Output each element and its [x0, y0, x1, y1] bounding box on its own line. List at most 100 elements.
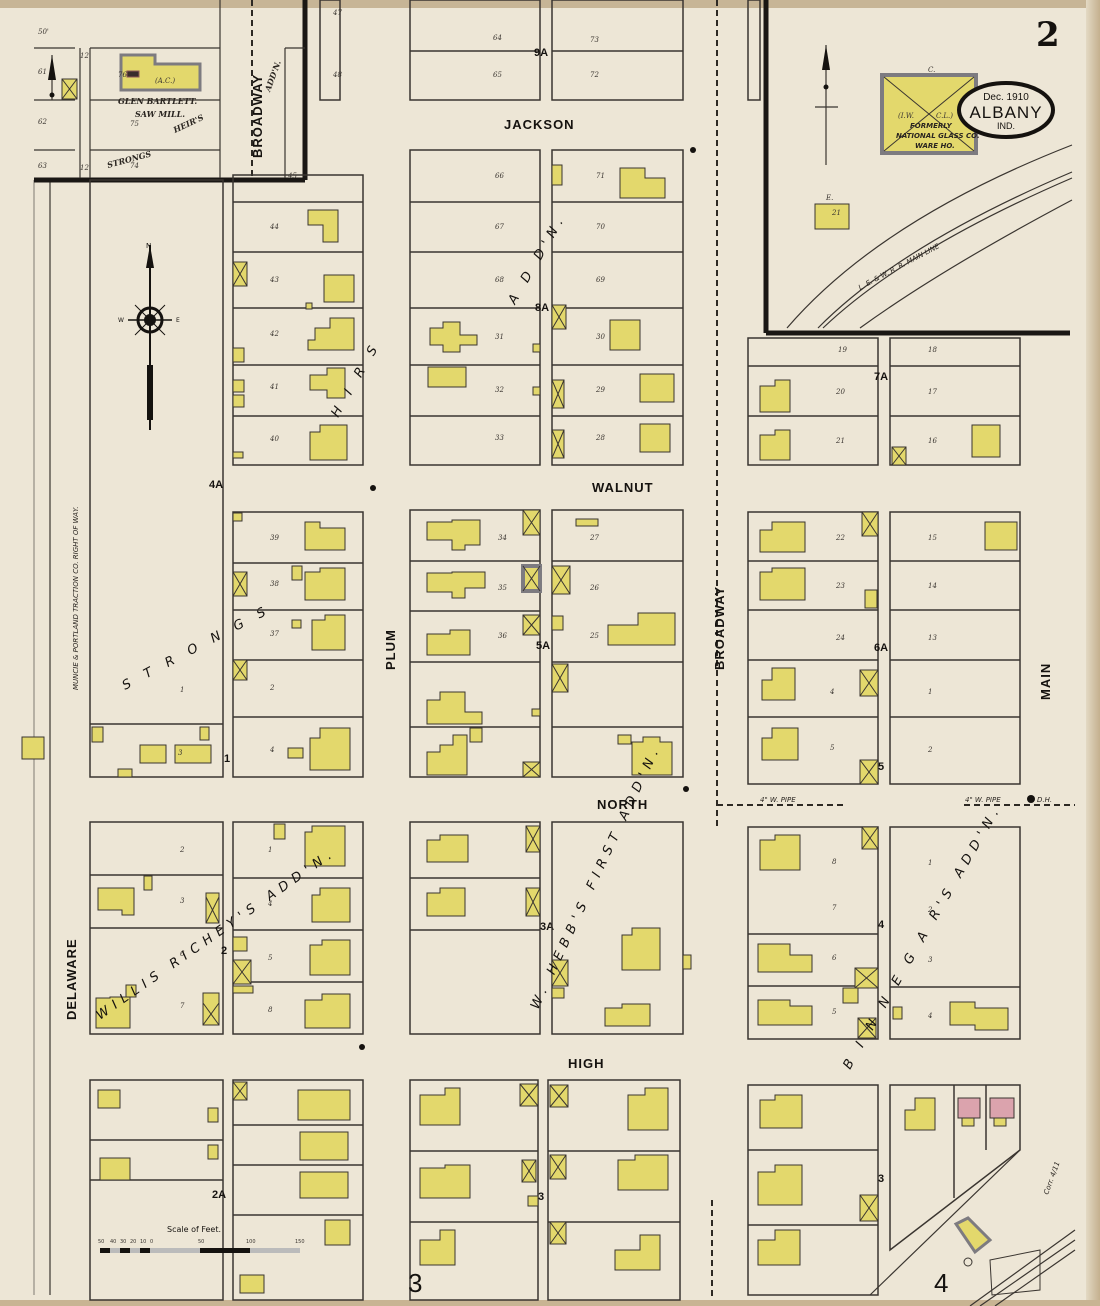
scale-bar: Scale of Feet. 50 40 30 20 10 0 50 100 1… — [98, 1225, 305, 1253]
block-north-e: 8 7 6 5 4 — [747, 826, 885, 1040]
sheet-ref-2a[interactable]: 2A — [212, 1189, 226, 1201]
map-date: Dec. 1910 — [983, 92, 1029, 103]
svg-text:7: 7 — [832, 904, 837, 912]
sheet-ref-9a[interactable]: 9A — [534, 47, 548, 59]
svg-text:3: 3 — [928, 956, 933, 964]
svg-text:71: 71 — [596, 172, 605, 180]
sheet-ref-7a[interactable]: 7A — [874, 371, 888, 383]
block-north-w: 23 67 — [89, 821, 224, 1035]
sheet-ref-3a[interactable]: 3A — [540, 921, 554, 933]
correction-note: Corr. 4/11 — [1042, 1161, 1061, 1196]
svg-text:74: 74 — [130, 162, 139, 170]
street-broadway: BROADWAY — [712, 586, 727, 670]
sheet-ref-2[interactable]: 2 — [221, 945, 227, 957]
svg-text:69: 69 — [596, 276, 605, 284]
svg-text:(I.W.: (I.W. — [898, 112, 914, 120]
street-broadway-inset: BROADWAY — [250, 74, 265, 158]
adjoining-sheet-4[interactable]: 4 — [934, 1268, 948, 1298]
svg-text:43: 43 — [269, 276, 279, 284]
hebbs-first-addn-label: W. HEBB'S FIRST ADD'N. — [528, 742, 665, 1012]
svg-text:2: 2 — [179, 846, 185, 854]
svg-text:C.L.): C.L.) — [936, 112, 953, 120]
svg-text:7: 7 — [180, 1002, 185, 1010]
street-delaware: DELAWARE — [64, 938, 79, 1020]
scale-title: Scale of Feet. — [167, 1225, 221, 1234]
svg-text:45: 45 — [287, 172, 297, 180]
svg-text:17: 17 — [928, 388, 937, 396]
block-strongs: 3 1 N W E MUNCIE & PORTLAND TRACTION CO.… — [21, 179, 274, 1020]
svg-text:36: 36 — [498, 632, 507, 640]
inset-glass-co: C. (I.W. C.L.) FORMERLY NATIONAL GLASS CO… — [763, 0, 1073, 336]
svg-text:27: 27 — [589, 534, 599, 542]
street-high: HIGH — [568, 1056, 605, 1071]
svg-text:34: 34 — [498, 534, 507, 542]
svg-text:35: 35 — [498, 584, 507, 592]
svg-text:10: 10 — [140, 1239, 146, 1245]
svg-text:73: 73 — [590, 36, 599, 44]
svg-text:2: 2 — [927, 906, 933, 914]
svg-text:47: 47 — [332, 9, 342, 17]
svg-text:66: 66 — [495, 172, 504, 180]
svg-text:64: 64 — [493, 34, 502, 42]
svg-text:1: 1 — [928, 859, 932, 867]
svg-text:38: 38 — [270, 580, 279, 588]
svg-text:32: 32 — [495, 386, 504, 394]
svg-text:5: 5 — [832, 1008, 837, 1016]
sheet-ref-4[interactable]: 4 — [878, 919, 885, 931]
svg-text:63: 63 — [38, 162, 47, 170]
glass-co-label-3: WARE HO. — [915, 142, 955, 150]
svg-text:25: 25 — [589, 632, 599, 640]
svg-text:21: 21 — [831, 209, 841, 217]
railroad-label: L. E. & W. R. R. MAIN LINE — [857, 242, 941, 292]
water-pipe-label-2: 4" W. PIPE — [965, 796, 1001, 804]
sheet-ref-5[interactable]: 5 — [878, 761, 884, 773]
sheet-ref-3[interactable]: 3 — [538, 1191, 544, 1203]
block-walnut-w: 39 38 37 2 4 1 — [224, 511, 364, 778]
block-high-w — [89, 1079, 224, 1301]
sheet-ref-3-east[interactable]: 3 — [878, 1173, 884, 1185]
svg-text:23: 23 — [835, 582, 845, 590]
glass-co-label-1: FORMERLY — [910, 122, 953, 130]
svg-text:2: 2 — [269, 684, 275, 692]
svg-text:39: 39 — [270, 534, 279, 542]
svg-text:1: 1 — [180, 686, 184, 694]
sheet-ref-5a[interactable]: 5A — [536, 640, 550, 652]
svg-text:61: 61 — [38, 68, 47, 76]
svg-text:E: E — [176, 317, 180, 324]
svg-text:8: 8 — [832, 858, 837, 866]
street-jackson: JACKSON — [504, 117, 575, 132]
sheet-ref-8a[interactable]: 8A — [535, 302, 549, 314]
svg-text:5: 5 — [830, 744, 835, 752]
hirs-addn-label-2: A D D'N. — [505, 211, 570, 308]
glass-co-label-2: NATIONAL GLASS CO. — [896, 132, 980, 140]
svg-text:37: 37 — [270, 630, 279, 638]
sawmill-owner-label: GLEN BARTLETT. — [118, 96, 197, 106]
svg-text:6: 6 — [832, 954, 837, 962]
svg-text:4: 4 — [269, 746, 274, 754]
svg-text:75: 75 — [130, 120, 139, 128]
sheet-ref-4a[interactable]: 4A — [209, 479, 223, 491]
sheet-ref-1[interactable]: 1 — [224, 753, 230, 765]
svg-text:50: 50 — [98, 1239, 104, 1245]
svg-text:4: 4 — [267, 900, 272, 908]
sheet-ref-6a[interactable]: 6A — [874, 642, 888, 654]
paper-edge-top — [0, 0, 1100, 8]
svg-text:65: 65 — [493, 71, 502, 79]
inset-sawmill: 76 (A.C.) GLEN BARTLETT. SAW MILL. 75 HE… — [34, 0, 308, 183]
svg-text:70: 70 — [596, 223, 605, 231]
paper-edge-right — [1086, 0, 1100, 1306]
svg-text:50: 50 — [198, 1239, 204, 1245]
svg-text:28: 28 — [595, 434, 605, 442]
water-pipe-label: 4" W. PIPE — [760, 796, 796, 804]
street-north: NORTH — [597, 797, 648, 812]
block-north-ce: W. HEBB'S FIRST ADD'N. — [528, 742, 692, 1035]
svg-text:30: 30 — [120, 1239, 126, 1245]
svg-text:C.: C. — [928, 66, 935, 74]
svg-text:15: 15 — [928, 534, 937, 542]
svg-text:N: N — [146, 242, 151, 250]
adjoining-sheet-3[interactable]: 3 — [408, 1268, 422, 1298]
